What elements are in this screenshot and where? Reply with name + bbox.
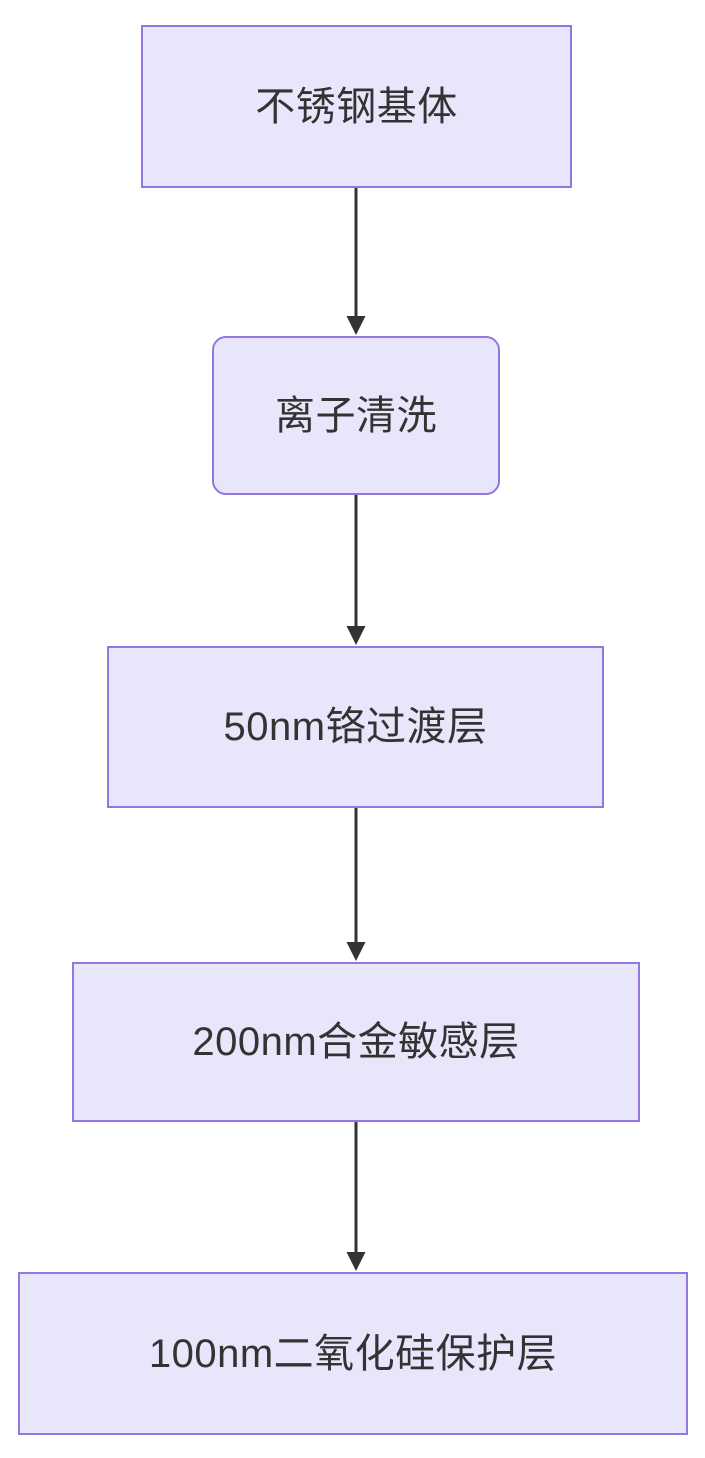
flowchart-node-alloy-sensitive-layer[interactable]: 200nm合金敏感层 <box>72 962 640 1122</box>
flowchart-edge-node3-to-node4 <box>346 808 366 962</box>
node-label: 100nm二氧化硅保护层 <box>148 1331 558 1376</box>
flowchart-edge-node2-to-node3 <box>346 495 366 646</box>
arrow-down-icon <box>346 188 366 335</box>
flowchart-node-chromium-transition-layer[interactable]: 50nm铬过渡层 <box>107 646 604 808</box>
node-label: 离子清洗 <box>275 393 437 438</box>
flowchart-edge-node4-to-node5 <box>346 1122 366 1272</box>
arrow-down-icon <box>346 808 366 961</box>
node-label: 不锈钢基体 <box>255 84 458 129</box>
flowchart-node-silicon-dioxide-protective-layer[interactable]: 100nm二氧化硅保护层 <box>18 1272 688 1435</box>
arrow-down-icon <box>346 1122 366 1271</box>
flowchart-node-ion-cleaning[interactable]: 离子清洗 <box>212 336 500 495</box>
flowchart-node-stainless-steel-substrate[interactable]: 不锈钢基体 <box>141 25 572 188</box>
node-label: 50nm铬过渡层 <box>223 705 488 749</box>
flowchart-edge-node1-to-node2 <box>346 188 366 336</box>
node-label: 200nm合金敏感层 <box>192 1020 520 1064</box>
arrow-down-icon <box>346 495 366 645</box>
